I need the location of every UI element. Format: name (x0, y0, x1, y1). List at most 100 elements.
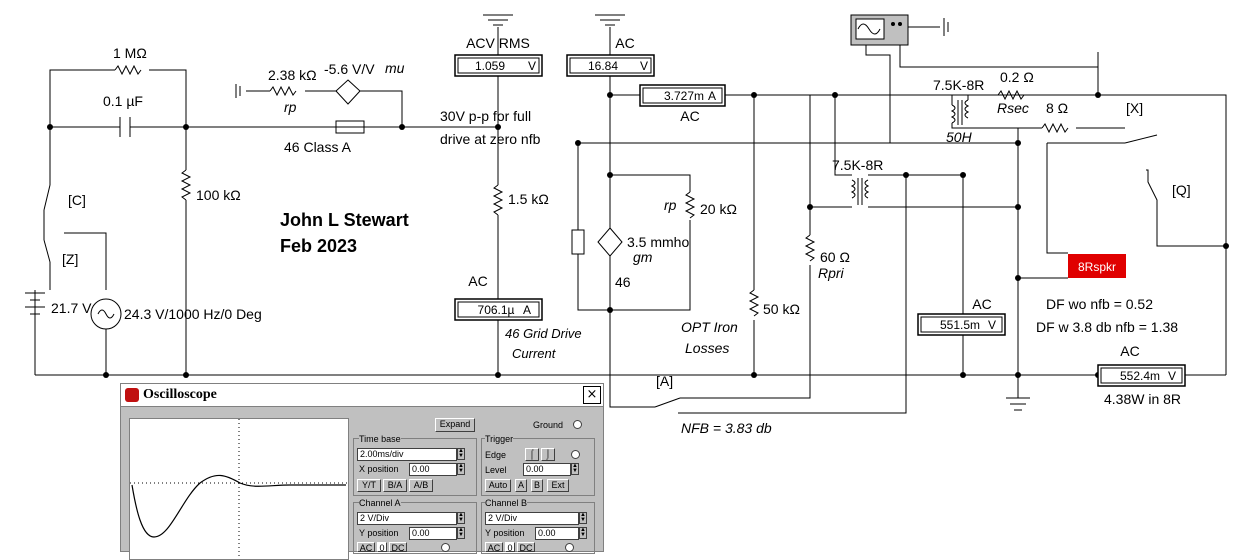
r-load-label: 8 Ω (1046, 100, 1068, 116)
channel-b-ypos-label: Y position (485, 528, 525, 538)
tube-label: 46 (615, 274, 631, 290)
trigger-edge-label: Edge (485, 450, 507, 460)
timebase-field[interactable]: 2.00ms/div (357, 448, 457, 461)
trigger-auto-button[interactable]: Auto (485, 479, 511, 492)
channel-a-radio[interactable] (441, 543, 450, 552)
gm-value-label: 3.5 mmho (627, 234, 689, 250)
meter-ac-5515-value: 551.5m (940, 318, 980, 332)
df-wo-label: DF wo nfb = 0.52 (1046, 296, 1153, 312)
mu-label: mu (385, 60, 405, 76)
switch-x-label: [X] (1126, 100, 1143, 116)
meter-ac-grid-current[interactable]: AC 706.1µ A (454, 273, 543, 321)
r-rp-label: 20 kΩ (700, 201, 737, 217)
date-label: Feb 2023 (280, 236, 357, 256)
timebase-xpos-label: X position (359, 464, 399, 474)
channel-a-ypos-field[interactable]: 0.00 (409, 527, 457, 540)
c-coupling-label: 0.1 µF (103, 93, 143, 109)
grid-drive-1: 46 Grid Drive (505, 326, 582, 341)
mode-ba-button[interactable]: B/A (383, 479, 407, 492)
channel-b-ac-button[interactable]: AC (485, 542, 503, 553)
meter-ac-1684[interactable]: AC 16.84 V (566, 35, 655, 77)
meter-ac-plate-value: 3.727m (664, 89, 704, 103)
nfb-label: NFB = 3.83 db (681, 420, 772, 436)
channel-b-radio[interactable] (565, 543, 574, 552)
meter-ac-grid-unit: A (523, 303, 531, 317)
r-sec-label: 0.2 Ω (1000, 69, 1034, 85)
mode-yt-button[interactable]: Y/T (357, 479, 381, 492)
meter-acv-rms-unit: V (528, 59, 536, 73)
r-bias-label: 100 kΩ (196, 187, 241, 203)
channel-a-ypos-label: Y position (359, 528, 399, 538)
oscilloscope-titlebar[interactable]: Oscilloscope (121, 384, 603, 407)
timebase-xpos-spinner[interactable]: ▲▼ (457, 463, 465, 475)
power-label: 4.38W in 8R (1104, 391, 1181, 407)
source-label: 24.3 V/1000 Hz/0 Deg (124, 306, 262, 322)
battery-label: 21.7 V (51, 300, 92, 316)
channel-b-scale-spinner[interactable]: ▲▼ (579, 512, 587, 524)
oscilloscope-title: Oscilloscope (143, 387, 217, 402)
channel-b-group-label: Channel B (485, 498, 528, 508)
mode-ab-button[interactable]: A/B (409, 479, 433, 492)
channel-a-zero-button[interactable]: 0 (377, 542, 387, 553)
expand-button[interactable]: Expand (435, 418, 475, 432)
rp2-label: rp (664, 197, 677, 213)
channel-b-zero-button[interactable]: 0 (505, 542, 515, 553)
trigger-b-button[interactable]: B (531, 479, 543, 492)
meter-ac-plate-unit: A (708, 89, 716, 103)
close-button[interactable]: × (583, 386, 601, 404)
meter-ac-5515[interactable]: AC 551.5m V (917, 296, 1006, 336)
author-label: John L Stewart (280, 210, 409, 230)
ground-label: Ground (533, 420, 564, 430)
r-rp-mu-label: 2.38 kΩ (268, 67, 317, 83)
meter-ac-5524-label: AC (1120, 343, 1139, 359)
trigger-level-spinner[interactable]: ▲▼ (571, 463, 579, 475)
meter-ac-5515-unit: V (988, 318, 996, 332)
r-feedback-label: 1 MΩ (113, 45, 147, 61)
mu-gain-label: -5.6 V/V (324, 61, 375, 77)
oscilloscope-instrument-icon[interactable] (850, 14, 909, 46)
meter-ac-5524-value: 552.4m (1120, 369, 1160, 383)
iron-label-1: OPT Iron (681, 319, 738, 335)
meter-acv-rms[interactable]: ACV RMS 1.059 V (454, 35, 543, 77)
oscilloscope-display (129, 418, 349, 560)
gm-label: gm (633, 249, 653, 265)
grid-drive-2: Current (512, 346, 557, 361)
meter-ac-1684-unit: V (640, 59, 648, 73)
meter-acv-rms-label: ACV RMS (466, 35, 530, 51)
channel-a-dc-button[interactable]: DC (389, 542, 407, 553)
meter-ac-plate-label: AC (680, 108, 699, 124)
r-pri-label: 60 Ω (820, 249, 850, 265)
channel-b-ypos-field[interactable]: 0.00 (535, 527, 579, 540)
meter-ac-grid-label: AC (468, 273, 487, 289)
channel-a-scale-spinner[interactable]: ▲▼ (457, 512, 465, 524)
stage-label: 46 Class A (284, 139, 352, 155)
ground-radio[interactable] (573, 420, 582, 429)
trigger-level-field[interactable]: 0.00 (523, 463, 571, 476)
channel-a-scale-field[interactable]: 2 V/Div (357, 512, 457, 525)
meter-ac-1684-label: AC (615, 35, 634, 51)
speaker-block[interactable] (1068, 254, 1126, 278)
oscilloscope-window[interactable]: Oscilloscope × Expand Ground Time base 2… (120, 383, 604, 560)
channel-a-ac-button[interactable]: AC (357, 542, 375, 553)
channel-a-group-label: Channel A (359, 498, 401, 508)
r-grid-label: 1.5 kΩ (508, 191, 549, 207)
edge-rising-button[interactable]: ⌠ (525, 448, 539, 461)
channel-b-dc-button[interactable]: DC (517, 542, 535, 553)
meter-ac-5524-unit: V (1168, 369, 1176, 383)
channel-b-ypos-spinner[interactable]: ▲▼ (579, 527, 587, 539)
r-iron-label: 50 kΩ (763, 301, 800, 317)
switch-a-label: [A] (656, 373, 673, 389)
trigger-ext-button[interactable]: Ext (547, 479, 569, 492)
channel-a-ypos-spinner[interactable]: ▲▼ (457, 527, 465, 539)
meter-ac-plate-current[interactable]: AC 3.727m A (639, 84, 726, 124)
timebase-spinner[interactable]: ▲▼ (457, 448, 465, 460)
meter-ac-5524[interactable]: AC 552.4m V (1097, 343, 1186, 387)
edge-radio[interactable] (571, 450, 580, 459)
timebase-xpos-field[interactable]: 0.00 (409, 463, 457, 476)
note-drive-2: drive at zero nfb (440, 131, 541, 147)
trigger-a-button[interactable]: A (515, 479, 527, 492)
edge-falling-button[interactable]: ⌡ (541, 448, 555, 461)
rpri-label: Rpri (818, 265, 845, 281)
channel-b-scale-field[interactable]: 2 V/Div (485, 512, 579, 525)
